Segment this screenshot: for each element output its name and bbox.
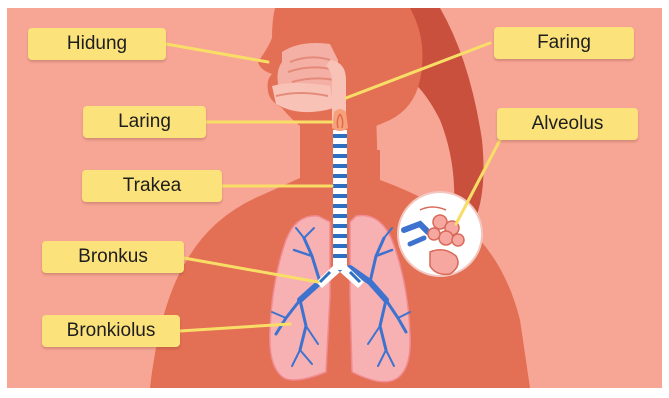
label-laring: Laring [83, 106, 206, 138]
label-bronkus: Bronkus [42, 241, 184, 273]
label-faring: Faring [494, 27, 634, 59]
alveolus-magnifier [398, 192, 482, 276]
larynx [332, 109, 348, 131]
label-alveolus: Alveolus [497, 108, 638, 140]
label-bronkiolus: Bronkiolus [42, 315, 180, 347]
label-hidung: Hidung [28, 28, 166, 60]
label-trakea: Trakea [82, 170, 222, 202]
